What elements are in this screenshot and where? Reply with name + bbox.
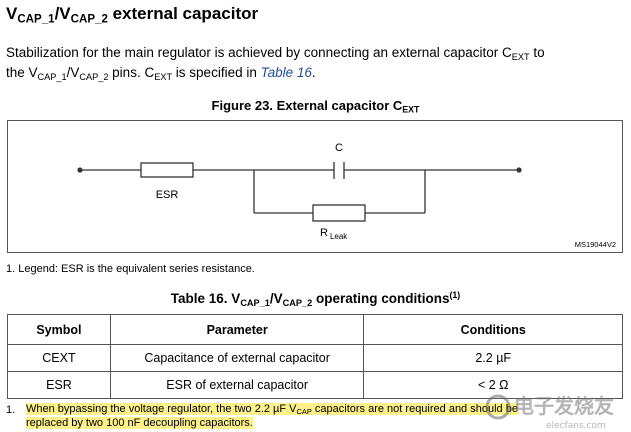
table-header-row: Symbol Parameter Conditions — [7, 314, 623, 345]
intro-paragraph: Stabilization for the main regulator is … — [6, 45, 545, 82]
header-symbol: Symbol — [7, 314, 111, 345]
figure-caption: Figure 23. External capacitor CEXT — [211, 98, 420, 115]
rleak-resistor — [312, 204, 366, 222]
table-row: ESR ESR of external capacitor < 2 Ω — [7, 371, 623, 399]
footnote-text: When bypassing the voltage regulator, th… — [26, 403, 518, 429]
cell-symbol: ESR — [7, 371, 111, 399]
svg-text:elecfans.com: elecfans.com — [546, 421, 606, 431]
figure-id: MS19044V2 — [574, 240, 616, 249]
cell-conditions: < 2 Ω — [363, 371, 623, 399]
esr-label: ESR — [156, 189, 179, 201]
section-title: VCAP_1/VCAP_2 external capacitor — [6, 4, 259, 26]
cell-conditions: 2.2 µF — [363, 344, 623, 372]
elecfans-watermark: 电子发烧友 elecfans.com — [485, 394, 614, 431]
operating-conditions-table: Symbol Parameter Conditions CEXT Capacit… — [7, 314, 623, 399]
cell-parameter: Capacitance of external capacitor — [109, 344, 365, 372]
header-conditions: Conditions — [363, 314, 623, 345]
svg-text:电子发烧友: 电子发烧友 — [514, 394, 614, 418]
cell-symbol: CEXT — [7, 344, 111, 372]
header-parameter: Parameter — [109, 314, 365, 345]
figure-legend-note: 1. Legend: ESR is the equivalent series … — [6, 263, 255, 275]
table-caption: Table 16. VCAP_1/VCAP_2 operating condit… — [170, 290, 461, 308]
c-label: C — [335, 142, 343, 154]
watermark-logo-icon — [485, 394, 511, 420]
table-row: CEXT Capacitance of external capacitor 2… — [7, 344, 623, 372]
esr-resistor — [140, 162, 194, 178]
cell-parameter: ESR of external capacitor — [109, 371, 365, 399]
terminal-left — [77, 167, 83, 173]
terminal-right — [516, 167, 522, 173]
footnote-number: 1. — [6, 404, 16, 416]
table-16-link[interactable]: Table 16 — [260, 65, 312, 80]
